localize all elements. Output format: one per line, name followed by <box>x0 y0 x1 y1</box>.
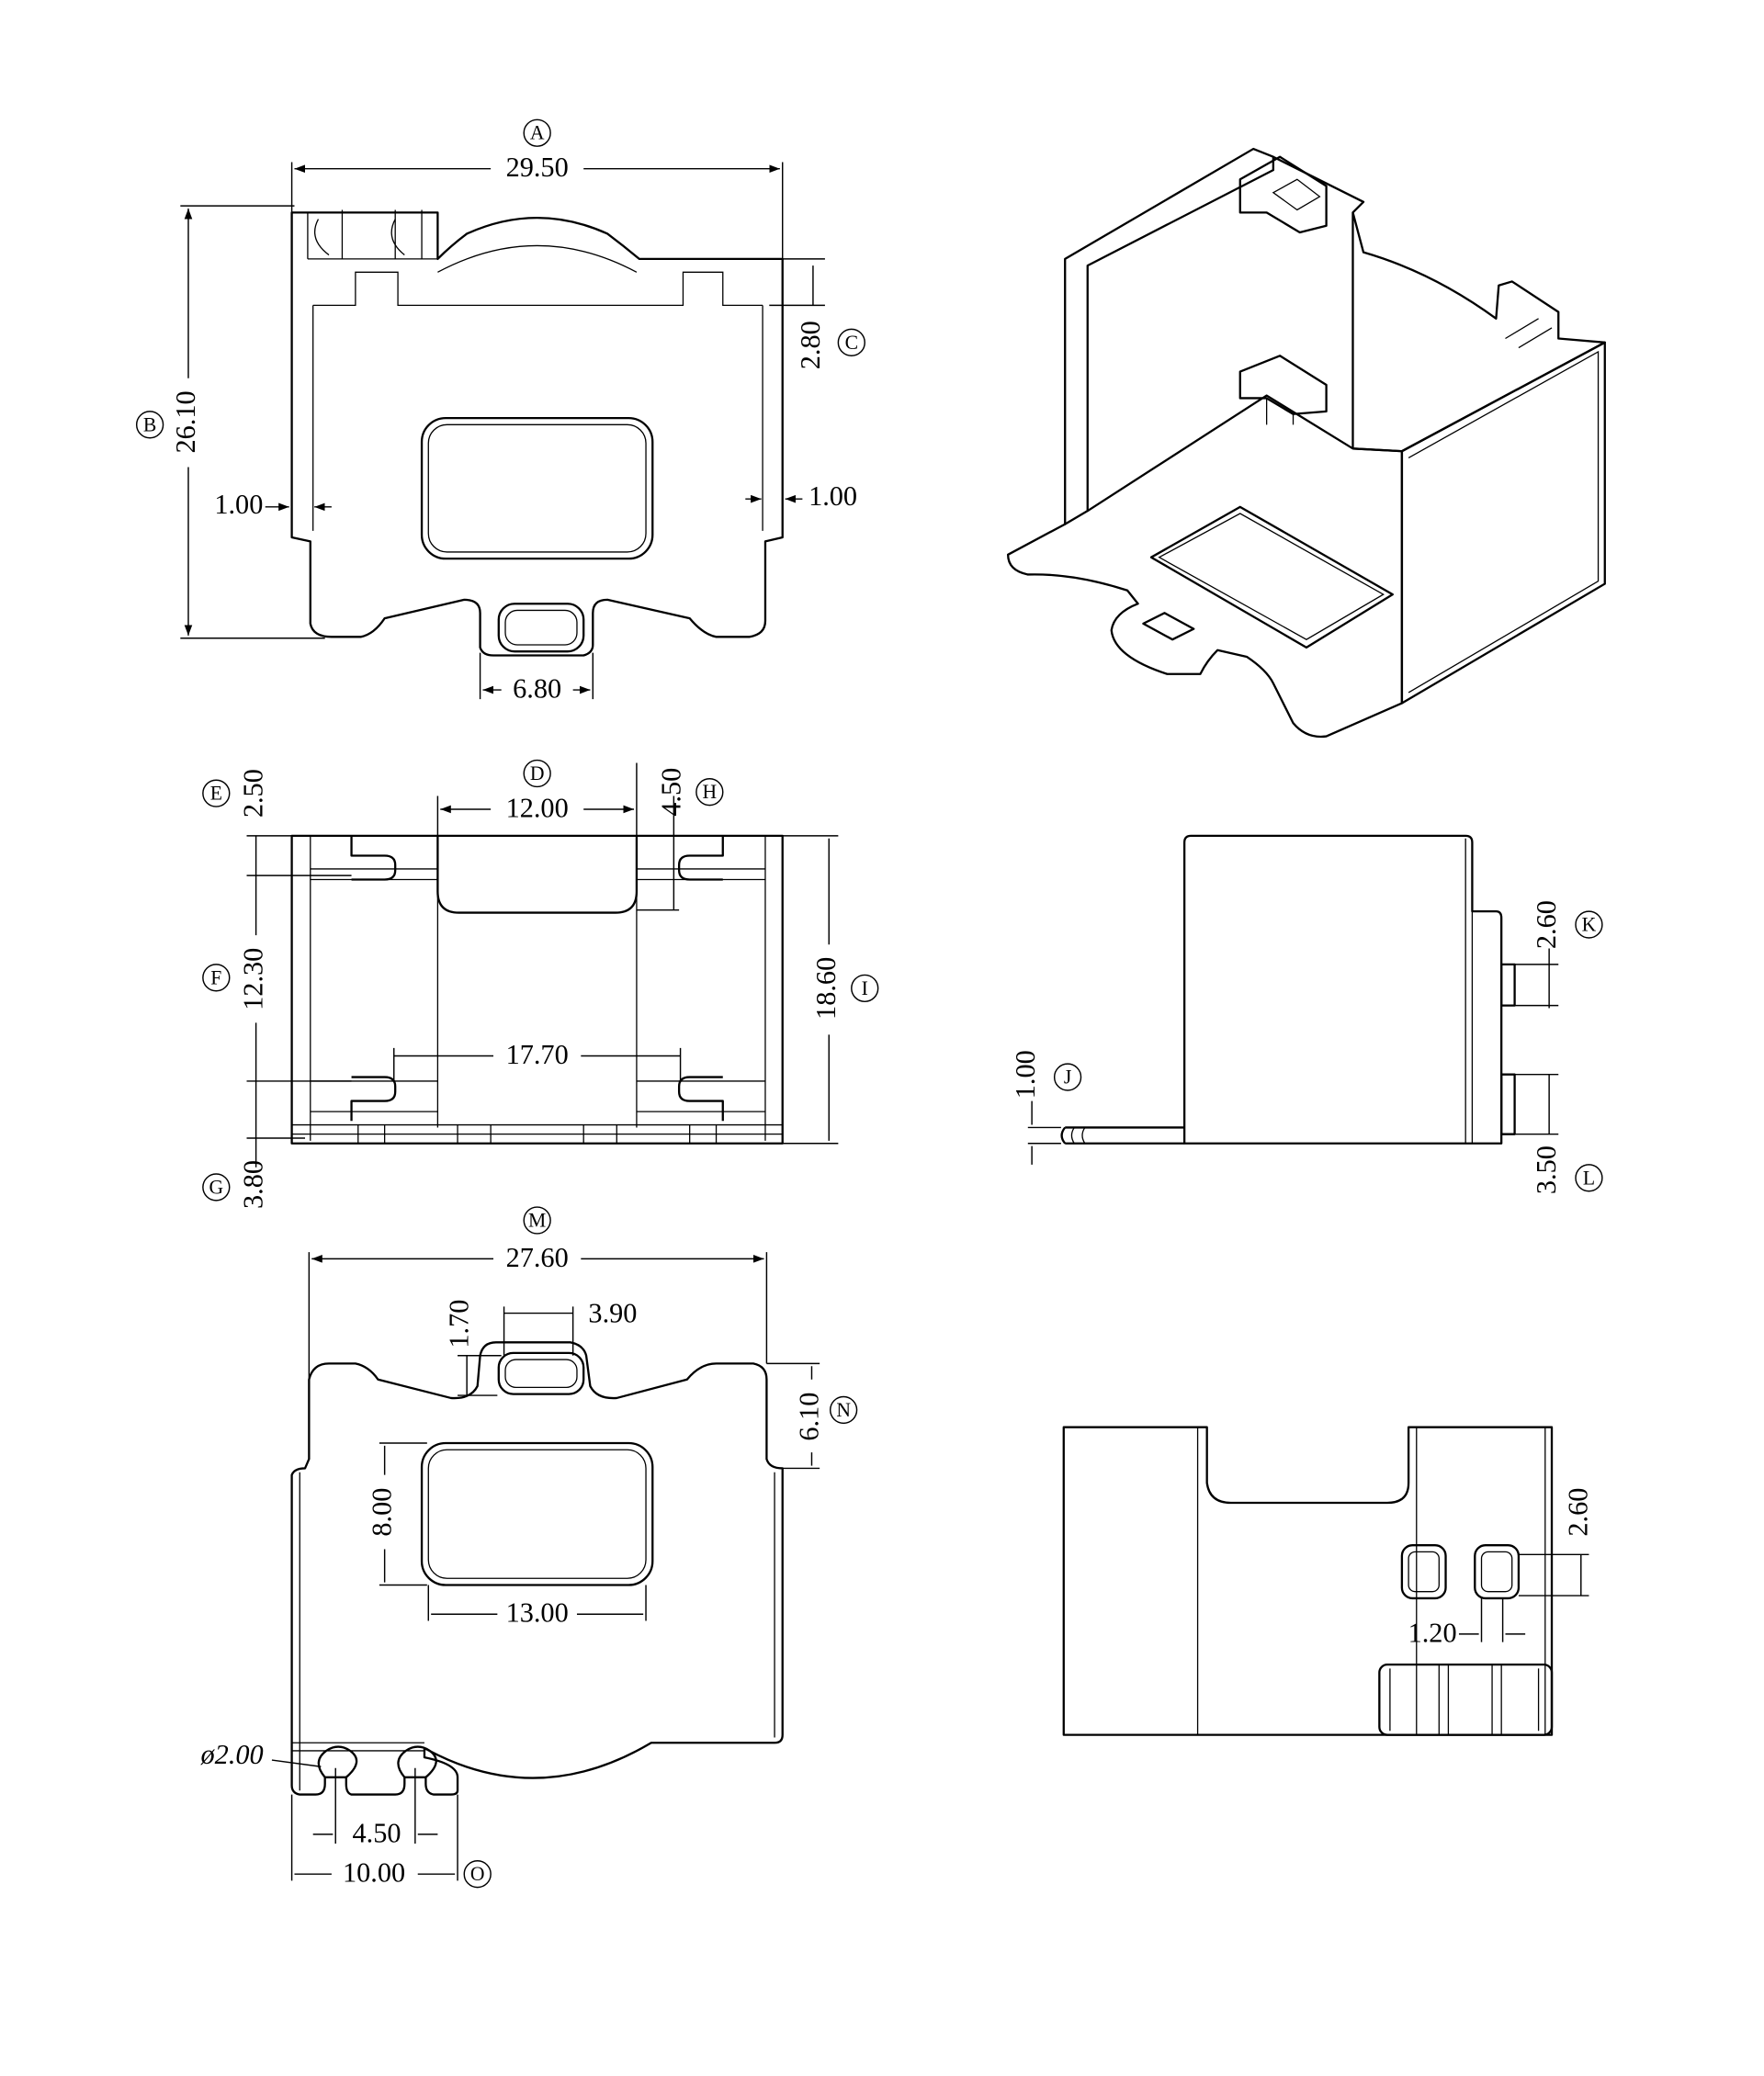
svg-text:H: H <box>703 781 718 803</box>
dim-n: 6.10 <box>793 1393 824 1441</box>
callout-c: C <box>837 328 865 356</box>
svg-text:D: D <box>530 762 545 784</box>
callout-n: N <box>829 1395 858 1425</box>
dim-k: 2.60 <box>1531 900 1562 949</box>
callout-f: F <box>202 964 231 992</box>
svg-text:A: A <box>530 122 545 144</box>
dim-pin-gap: 1.20 <box>1408 1617 1457 1648</box>
svg-text:I: I <box>862 977 868 999</box>
callout-d: D <box>523 759 551 788</box>
callout-l: L <box>1575 1164 1603 1192</box>
dim-wall-right: 1.00 <box>808 480 857 512</box>
dim-e: 2.50 <box>238 769 269 818</box>
dim-o: 10.00 <box>343 1857 405 1889</box>
svg-text:B: B <box>143 413 156 435</box>
svg-text:O: O <box>470 1863 485 1885</box>
callout-h: H <box>695 778 724 807</box>
svg-text:F: F <box>210 966 221 988</box>
dim-d: 12.00 <box>506 792 569 823</box>
isometric-view <box>1006 147 1606 739</box>
svg-text:M: M <box>528 1209 546 1231</box>
svg-text:K: K <box>1582 914 1597 936</box>
top-view: 29.50 A 26.10 B 2.80 C 1.00 1.00 6.80 <box>135 118 865 704</box>
dim-f: 12.30 <box>238 948 269 1010</box>
dim-slot-width: 3.90 <box>588 1297 637 1328</box>
callout-j: J <box>1053 1063 1082 1091</box>
dim-span: 17.70 <box>506 1039 569 1070</box>
callout-g: G <box>202 1173 231 1202</box>
svg-text:N: N <box>836 1399 851 1421</box>
dim-pin-height: 2.60 <box>1563 1488 1594 1537</box>
dim-tab-width: 6.80 <box>513 672 561 704</box>
svg-text:J: J <box>1064 1066 1071 1089</box>
svg-text:C: C <box>845 332 858 354</box>
callout-e: E <box>202 779 231 807</box>
front-view: 12.00 D 4.50 H 2.50 E 12.30 F 3.80 G 18.… <box>202 759 879 1209</box>
callout-i: I <box>851 974 879 1003</box>
callout-m: M <box>523 1206 551 1235</box>
callout-a: A <box>523 118 551 147</box>
dim-l: 3.50 <box>1531 1145 1562 1194</box>
svg-text:L: L <box>1583 1167 1595 1189</box>
bottom-view: 27.60 M 3.90 1.70 6.10 N 8.00 13.00 ø2.0… <box>200 1206 858 1889</box>
rear-view: 2.60 1.20 <box>1062 1426 1594 1736</box>
dim-slot-height: 1.70 <box>443 1300 474 1348</box>
callout-k: K <box>1575 910 1603 939</box>
dim-i: 18.60 <box>810 957 842 1020</box>
dim-wall-left: 1.00 <box>214 489 263 520</box>
dim-window-width: 13.00 <box>506 1597 569 1629</box>
svg-text:G: G <box>209 1176 223 1198</box>
callout-o: O <box>463 1860 492 1889</box>
dim-a: 29.50 <box>506 152 569 183</box>
dim-m: 27.60 <box>506 1242 569 1273</box>
dim-window-height: 8.00 <box>367 1488 398 1537</box>
dim-h: 4.50 <box>655 768 686 817</box>
dim-b: 26.10 <box>170 390 201 453</box>
dim-g: 3.80 <box>238 1160 269 1209</box>
dim-hole-pitch: 4.50 <box>352 1817 401 1848</box>
svg-text:E: E <box>210 783 222 805</box>
dim-j: 1.00 <box>1010 1050 1041 1099</box>
side-view: 1.00 J 2.60 K 3.50 L <box>1010 834 1603 1194</box>
dim-hole-dia: ø2.00 <box>200 1739 264 1770</box>
callout-b: B <box>135 411 164 439</box>
dim-c: 2.80 <box>795 321 826 369</box>
